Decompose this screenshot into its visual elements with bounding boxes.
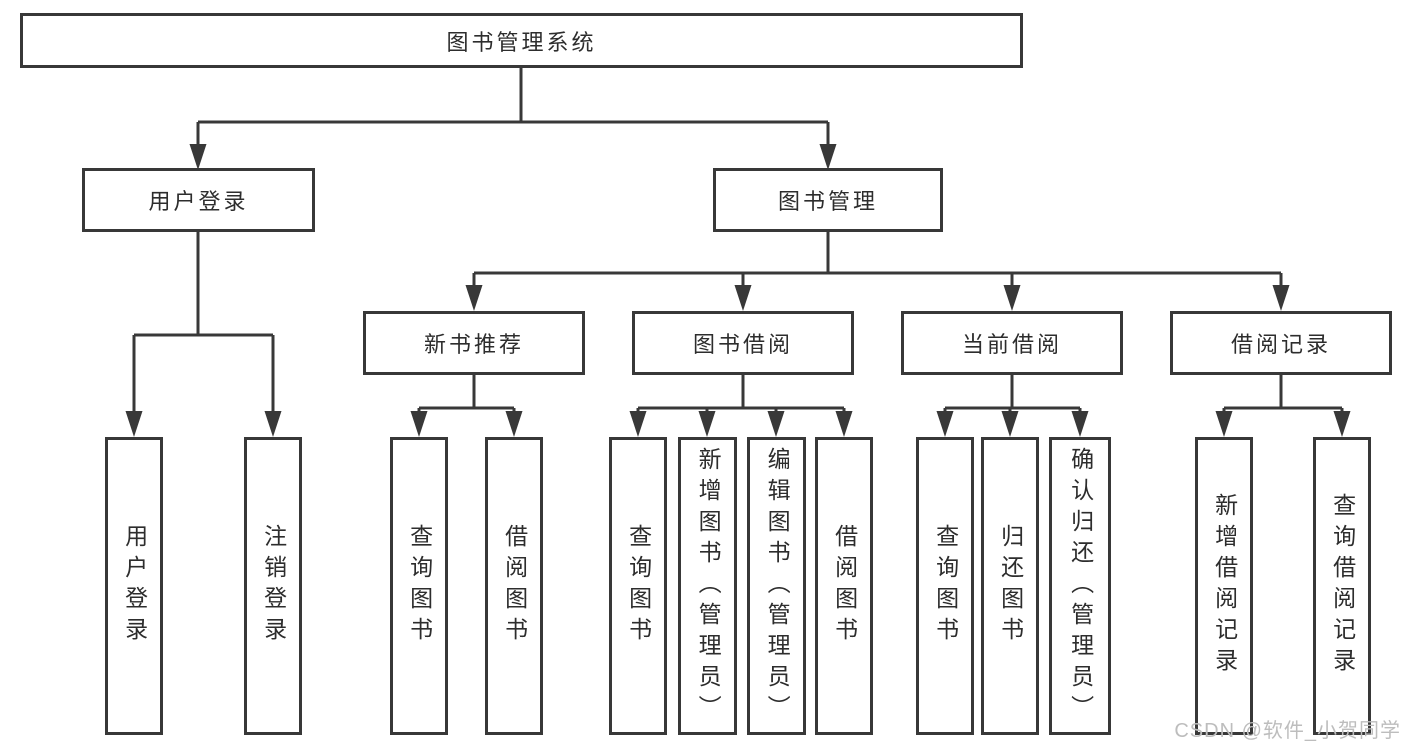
arrowhead-icons <box>125 144 1351 437</box>
leaf-confirm-return-admin: 确认归还（管理员） <box>1049 437 1111 735</box>
leaf-borrow-book: 借阅图书 <box>485 437 543 735</box>
node-label: 编辑图书（管理员） <box>764 446 791 726</box>
node-label: 借阅图书 <box>501 524 528 648</box>
leaf-edit-book-admin: 编辑图书（管理员） <box>747 437 806 735</box>
node-label: 新增图书（管理员） <box>695 446 722 726</box>
node-library-management-system: 图书管理系统 <box>20 13 1023 68</box>
leaf-borrow-book: 借阅图书 <box>815 437 873 735</box>
node-label: 查询图书 <box>625 524 652 648</box>
node-borrow-records: 借阅记录 <box>1170 311 1392 375</box>
leaf-query-book: 查询图书 <box>916 437 974 735</box>
node-label: 归还图书 <box>997 524 1024 648</box>
node-label: 查询图书 <box>406 524 433 648</box>
node-label: 借阅图书 <box>831 524 858 648</box>
node-new-book-recommend: 新书推荐 <box>363 311 585 375</box>
node-label: 当前借阅 <box>961 332 1062 357</box>
leaf-query-borrow-record: 查询借阅记录 <box>1313 437 1371 735</box>
node-label: 确认归还（管理员） <box>1067 446 1094 726</box>
leaf-add-book-admin: 新增图书（管理员） <box>678 437 737 735</box>
leaf-add-borrow-record: 新增借阅记录 <box>1195 437 1253 735</box>
node-label: 查询图书 <box>932 524 959 648</box>
node-label: 注销登录 <box>260 524 287 648</box>
node-label: 用户登录 <box>148 189 249 214</box>
leaf-user-login: 用户登录 <box>105 437 163 735</box>
node-label: 新书推荐 <box>423 332 524 357</box>
node-label: 查询借阅记录 <box>1329 493 1356 679</box>
leaf-logout: 注销登录 <box>244 437 302 735</box>
leaf-query-book: 查询图书 <box>609 437 667 735</box>
node-label: 新增借阅记录 <box>1211 493 1238 679</box>
node-book-management: 图书管理 <box>713 168 943 232</box>
leaf-query-book: 查询图书 <box>390 437 448 735</box>
node-book-borrow: 图书借阅 <box>632 311 854 375</box>
node-user-login: 用户登录 <box>82 168 315 232</box>
leaf-return-book: 归还图书 <box>981 437 1039 735</box>
node-label: 图书管理系统 <box>446 29 597 55</box>
node-current-borrow: 当前借阅 <box>901 311 1123 375</box>
node-label: 图书借阅 <box>692 332 793 357</box>
csdn-watermark: CSDN @软件_小贺同学 <box>1174 720 1401 742</box>
node-label: 借阅记录 <box>1230 332 1331 357</box>
node-label: 图书管理 <box>777 189 878 214</box>
node-label: 用户登录 <box>121 524 148 648</box>
